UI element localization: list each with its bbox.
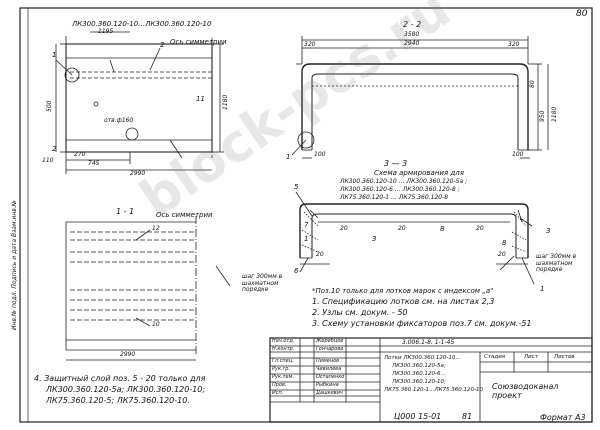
tb-row-3-name: Пименов [316, 358, 340, 364]
title-block-lines [269, 337, 593, 423]
plan-dim-height-right: 1180 [222, 94, 229, 110]
reinforcement-line-2: ЛК300.360.120-6 … ЛК300.360.120-8 ; [340, 186, 460, 193]
tb-row-7-name: Дашкевич [316, 390, 343, 396]
s11-gap-bottom: 10 [152, 321, 160, 328]
tb-organization: Союзводоканал проект [492, 382, 559, 401]
plan-dim-bottom-offset: 110 [42, 157, 54, 164]
tb-product-3: ЛК300.360.120-6… [392, 371, 447, 377]
tb-col-stage: Стадия [484, 354, 506, 360]
s33-callout-20e: 20 [498, 251, 506, 258]
bottom-page: 81 [462, 412, 473, 421]
tb-row-2-role: Н.контр. [272, 346, 295, 352]
section-1-1-title: 1 - 1 [116, 207, 135, 216]
s33-callout-20d: 20 [476, 225, 484, 232]
tb-row-1-role: Нач.отд. [272, 338, 295, 344]
s33-side-note-left: шаг 300мм в шахматном порядке [242, 273, 283, 294]
s22-callout-1: 1 [286, 153, 291, 161]
s33-callout-5: 5 [294, 183, 299, 191]
bottom-code: Ц000 15-01 [394, 412, 442, 421]
tb-col-sheets: Листов [554, 354, 575, 360]
plan-dim-height-left: 500 [46, 100, 53, 112]
left-margin-stamp: Инв.№ подл. Подпись и дата Взам.инв.№ [11, 200, 18, 330]
tb-product-2: ЛК300.360.120-5а; [392, 363, 446, 369]
plan-view-title: ЛК300.360.120-10…ЛК300.360.120-10 [72, 20, 212, 28]
tb-row-2-name: Гончарова [316, 346, 344, 352]
section-2-2-lines [291, 36, 549, 159]
plan-callout-2: 2 [160, 41, 165, 49]
page-number: 80 [576, 9, 588, 19]
section-3-3-lines [295, 191, 535, 285]
s33-callout-8: 8 [440, 225, 445, 233]
plan-callout-4: 11 [196, 95, 205, 103]
tb-row-4-role: Рук.гр. [272, 366, 290, 372]
tb-row-5-name: Остапенко [316, 374, 345, 380]
s33-callout-20c: 20 [316, 251, 324, 258]
plan-view-lines [55, 31, 224, 174]
tb-row-6-name: Рыбкина [316, 382, 339, 388]
reinforcement-line-1: ЛК300.360.120-10 … ЛК300.360.120-5а ; [340, 178, 468, 185]
s33-callout-3a: 3 [372, 235, 377, 243]
note-4-line-1: 4. Защитный слой поз. 5 - 20 только для [34, 374, 206, 383]
section-1-1-lines [65, 216, 231, 361]
plan-dim-inner-left: 270 [74, 151, 86, 158]
s33-callout-8b: 8 [502, 239, 507, 247]
s22-dim-left-wall: 320 [304, 41, 316, 48]
tb-col-sheet: Лист [524, 354, 538, 360]
plan-hole-label: отв.ф160 [104, 117, 134, 124]
s33-callout-3b: 3 [546, 227, 551, 235]
note-4-line-2: ЛК300.360.120-5а; ЛК300.360.120-10; [46, 385, 206, 394]
s22-dim-inner: 2940 [404, 40, 420, 47]
s22-dim-height: 1180 [551, 106, 558, 122]
s11-axis-label: Ось симметрии [156, 211, 213, 219]
section-3-3-title: 3 — 3 [384, 159, 408, 168]
s33-callout-20b: 20 [398, 225, 406, 232]
s22-dim-right-h1: 80 [529, 80, 536, 88]
section-2-2-title: 2 - 2 [403, 20, 422, 29]
s22-dim-overall: 3580 [404, 31, 420, 38]
tb-row-7-role: Исп. [272, 390, 284, 396]
note-1: 1. Спецификацию лотков см. на листах 2,3 [312, 297, 495, 306]
plan-axis-label: Ось симметрии [170, 38, 227, 46]
s33-callout-20a: 20 [340, 225, 348, 232]
s22-dim-right-h2: 950 [539, 110, 546, 122]
s33-callout-1a: 1 [304, 235, 309, 243]
s22-dim-bottom: 100 [512, 151, 524, 158]
s22-dim-right-wall: 320 [508, 41, 520, 48]
note-2: 2. Узлы см. докум. - 50 [312, 308, 408, 317]
tb-row-6-role: Пров. [272, 382, 287, 388]
plan-dim-total-length: 2990 [130, 170, 146, 177]
tb-product-5: ЛК75.360.120-1…ЛК75.360.120-10 [384, 387, 484, 393]
s11-gap-top: 12 [152, 225, 160, 232]
notes-head: *Поз.10 только для лотков марок с индекс… [312, 287, 494, 295]
plan-dim-left-part: 745 [88, 160, 100, 167]
s11-dim-total: 2990 [120, 351, 136, 358]
s33-callout-6: 6 [294, 267, 299, 275]
s33-callout-7: 7 [304, 221, 309, 229]
reinforcement-header: Схема армирования для [374, 169, 464, 177]
tb-product-4: ЛК300.360.120-10; [392, 379, 446, 385]
plan-dim-top-width: 1195 [98, 28, 114, 35]
tb-row-5-role: Рук.тем. [272, 374, 294, 380]
plan-callout-3: 2 [52, 145, 57, 153]
s33-callout-1b: 1 [540, 285, 545, 293]
reinforcement-line-3: ЛК75.360.120-1 … ЛК75.360.120-8 [340, 194, 449, 201]
note-4-line-3: ЛК75.360.120-5; ЛК75.360.120-10. [46, 396, 190, 405]
format-label: Формат А3 [540, 413, 586, 422]
note-3: 3. Схему установки фиксаторов поз.7 см. … [312, 319, 532, 328]
tb-row-1-name: Жеребцов [316, 338, 344, 344]
s22-dim-base: 100 [314, 151, 326, 158]
tb-product-1: Лотки ЛК300.360.120-10… [384, 355, 461, 361]
tb-row-4-name: Чивилёва [316, 366, 342, 372]
title-block-doc-code: 3.006.1-8. 1-1-45 [402, 339, 455, 346]
tb-row-3-role: Гл.спец. [272, 358, 294, 364]
plan-callout-1: 1 [52, 51, 57, 59]
s33-side-note-right: шаг 300мм в шахматном порядке [536, 253, 577, 274]
